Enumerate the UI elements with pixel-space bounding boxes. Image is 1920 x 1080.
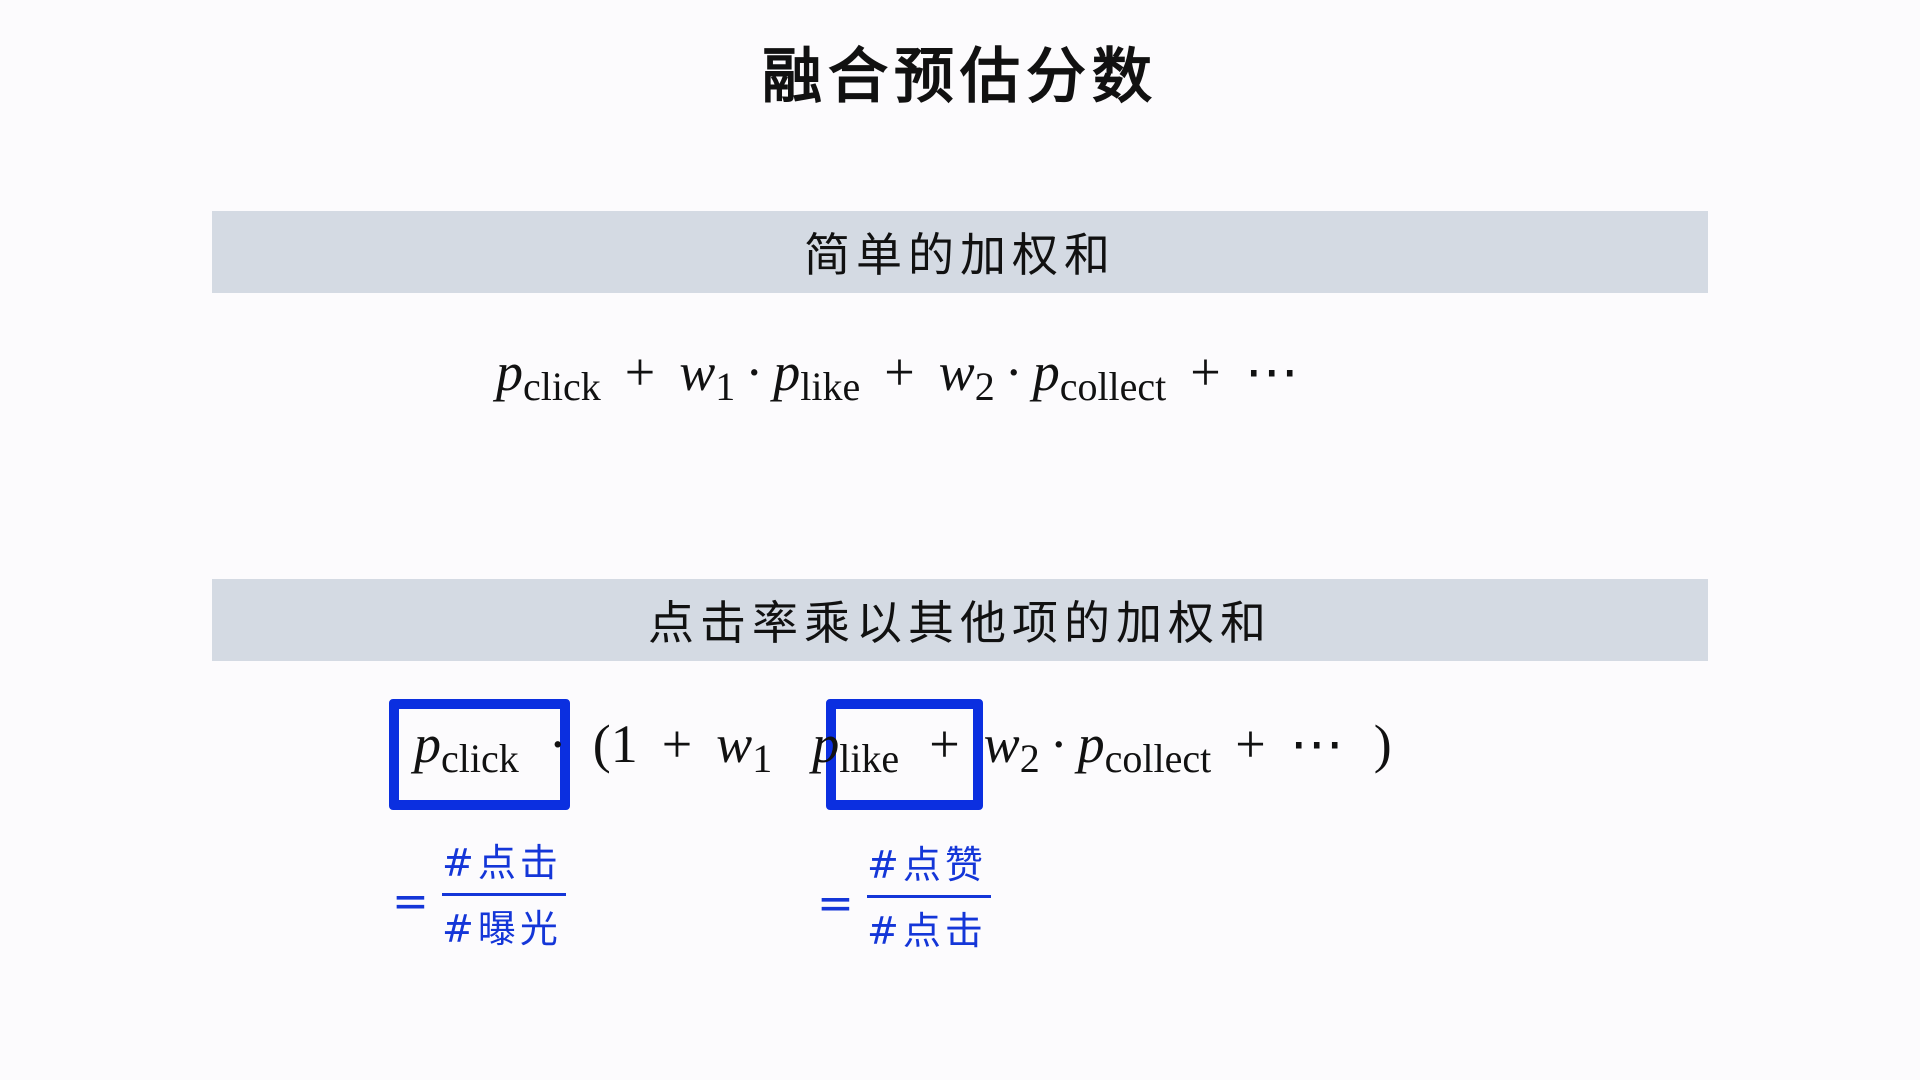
p-var: p <box>1032 342 1060 402</box>
highlight-box-p-click <box>389 699 570 810</box>
fraction-bar <box>442 893 566 896</box>
equals-sign: = <box>392 876 429 927</box>
p-var: p <box>773 342 801 402</box>
fraction-denominator: #点击 <box>867 909 987 953</box>
fraction-numerator: #点击 <box>442 841 562 885</box>
plus: + <box>661 714 693 774</box>
plus: + <box>1190 342 1221 402</box>
p-var: p <box>414 714 441 774</box>
subscript-2: 2 <box>974 364 995 409</box>
plus: + <box>624 342 656 402</box>
p-var: p <box>1077 714 1105 774</box>
highlight-box-p-like <box>826 699 983 810</box>
cdot: · <box>548 714 567 774</box>
section-heading-weighted-sum: 简单的加权和 <box>212 211 1708 293</box>
plus: + <box>884 342 915 402</box>
w-var: w <box>938 342 975 402</box>
subscript-2: 2 <box>1019 736 1040 781</box>
cdot: · <box>1049 714 1068 774</box>
w-var: w <box>983 714 1020 774</box>
w-var: w <box>716 714 753 774</box>
section-heading-ctr-times-weighted-sum: 点击率乘以其他项的加权和 <box>212 579 1708 661</box>
w-var: w <box>679 342 716 402</box>
ellipsis: ⋯ <box>1244 342 1299 402</box>
left-paren: ( <box>592 714 611 774</box>
cdot: · <box>1004 342 1023 402</box>
subscript-like: like <box>839 736 900 781</box>
plus: + <box>1235 714 1266 774</box>
subscript-like: like <box>800 364 861 409</box>
fraction-numerator: #点赞 <box>867 843 987 887</box>
right-paren: ) <box>1373 714 1392 774</box>
plus: + <box>929 714 960 774</box>
fraction-denominator: #曝光 <box>442 907 562 951</box>
slide-title: 融合预估分数 <box>762 42 1158 112</box>
p-var: p <box>496 342 523 402</box>
cdot: · <box>745 342 764 402</box>
subscript-1: 1 <box>752 736 773 781</box>
subscript-click: click <box>523 364 601 409</box>
subscript-collect: collect <box>1104 736 1212 781</box>
subscript-1: 1 <box>715 364 736 409</box>
ellipsis: ⋯ <box>1289 714 1344 774</box>
subscript-click: click <box>441 736 519 781</box>
subscript-collect: collect <box>1059 364 1167 409</box>
p-var: p <box>812 714 840 774</box>
equals-sign: = <box>817 878 854 929</box>
one: 1 <box>610 714 638 774</box>
fraction-bar <box>867 895 991 898</box>
